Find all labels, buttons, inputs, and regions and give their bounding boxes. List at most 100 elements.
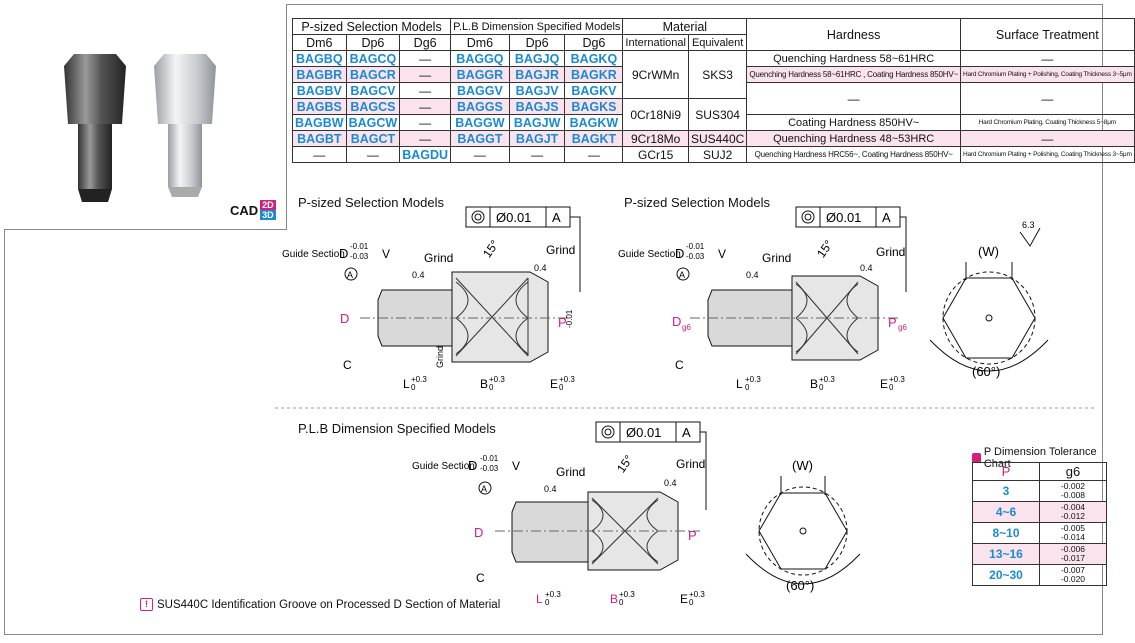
tol-value: Ø0.01: [626, 425, 661, 440]
tol-plus: +0.3: [489, 375, 505, 384]
part-code[interactable]: BAGKT: [564, 130, 624, 147]
end-view-1: 6.3 (W) (60°): [929, 220, 1049, 379]
tol-row: 3-0.002-0.008: [972, 480, 1107, 502]
tol-upper: -0.01: [350, 242, 369, 251]
part-code[interactable]: BAGGR: [450, 66, 510, 83]
table-row: BAGBT BAGCT — BAGGT BAGJT BAGKT 9Cr18Mo …: [292, 130, 1135, 147]
spec-table: P-sized Selection Models P.L.B Dimension…: [291, 18, 1135, 163]
svg-text:V: V: [718, 247, 726, 261]
svg-text:B: B: [810, 377, 818, 391]
tol-zero: 0: [689, 598, 694, 607]
note-text: SUS440C Identification Groove on Process…: [157, 598, 501, 611]
surface-cell: —: [959, 82, 1135, 115]
part-code[interactable]: BAGJT: [508, 130, 566, 147]
material-eq: SKS3: [687, 50, 748, 99]
part-code[interactable]: BAGDU: [399, 146, 452, 163]
marker-icon: [972, 453, 981, 463]
tol-datum: A: [882, 210, 891, 225]
part-code[interactable]: BAGJV: [508, 82, 566, 99]
material-eq: SUJ2: [687, 146, 748, 163]
svg-text:P: P: [888, 315, 897, 330]
hardness-cell: Quenching Hardness HRC56~, Coating Hardn…: [746, 146, 961, 163]
part-code[interactable]: BAGBS: [292, 98, 347, 115]
part-code[interactable]: BAGKR: [564, 66, 624, 83]
drawing-title-2: P-sized Selection Models: [624, 195, 770, 210]
sub-international: International: [622, 34, 689, 51]
part-code[interactable]: BAGGT: [450, 130, 510, 147]
table-row: — — BAGDU — — — GCr15 SUJ2 Quenching Har…: [292, 146, 1135, 163]
svg-text:C: C: [343, 358, 352, 372]
part-code[interactable]: BAGJR: [508, 66, 566, 83]
tol-upper: -0.006: [1060, 544, 1086, 554]
grind-label: Grind: [546, 243, 575, 257]
material-intl: 9CrWMn: [622, 50, 689, 99]
tol-datum: A: [552, 210, 561, 225]
svg-text:V: V: [382, 247, 390, 261]
roughness: 0.4: [860, 263, 873, 273]
table-row: BAGBW BAGCW — BAGGW BAGJW BAGKW Coating …: [292, 114, 1135, 131]
tol-lower: -0.03: [480, 464, 499, 473]
tol-head-p: P: [972, 462, 1040, 481]
tol-zero: 0: [545, 598, 550, 607]
svg-text:D: D: [474, 525, 483, 540]
part-code: —: [399, 50, 452, 67]
tol-zero: 0: [559, 383, 564, 392]
part-code[interactable]: BAGBW: [292, 114, 347, 131]
svg-text:L: L: [736, 377, 743, 391]
tol-zero: 0: [619, 598, 624, 607]
part-code[interactable]: BAGCW: [345, 114, 401, 131]
roughness: 6.3: [1022, 220, 1035, 230]
tol-row: 8~10 -0.005-0.014: [972, 522, 1107, 544]
svg-text:C: C: [476, 571, 485, 585]
tol-value: Ø0.01: [826, 210, 861, 225]
datum-symbol: A: [679, 270, 685, 280]
angle-label: 15°: [814, 237, 836, 260]
part-code[interactable]: BAGBQ: [292, 50, 347, 67]
cad-label: CAD: [230, 202, 259, 218]
part-code[interactable]: BAGGS: [450, 98, 510, 115]
part-code[interactable]: BAGCQ: [345, 50, 401, 67]
tol-upper: -0.004: [1060, 502, 1086, 512]
tol-p: 8~10: [972, 522, 1040, 544]
grind-label: Grind: [435, 346, 445, 368]
tol-lower: -0.017: [1060, 553, 1086, 563]
part-code[interactable]: BAGGQ: [450, 50, 510, 67]
roughness: 0.4: [412, 270, 425, 280]
svg-text:D: D: [468, 458, 477, 473]
tol-p: 3: [972, 480, 1040, 502]
drawing-title-1: P-sized Selection Models: [298, 195, 444, 210]
surface-cell: Hard Chromium Plating + Polishing, Coati…: [959, 66, 1135, 83]
tol-upper: -0.005: [1060, 523, 1086, 533]
part-code: —: [450, 146, 510, 163]
svg-text:C: C: [675, 358, 684, 372]
product-photo: [4, 4, 287, 230]
part-code[interactable]: BAGBR: [292, 66, 347, 83]
roughness: 0.4: [534, 263, 547, 273]
tol-plus: +0.3: [619, 590, 635, 599]
part-code[interactable]: BAGJS: [508, 98, 566, 115]
surface-cell: Hard Chromium Plating + Polishing, Coati…: [959, 146, 1135, 163]
tol-lower: -0.014: [1060, 532, 1086, 542]
cad-3d: 3D: [260, 210, 276, 220]
part-code: —: [564, 146, 624, 163]
angle-label: 15°: [480, 237, 502, 260]
guide-label: Guide Section: [618, 249, 681, 260]
part-code[interactable]: BAGKS: [564, 98, 624, 115]
svg-text:E: E: [880, 377, 888, 391]
svg-text:g6: g6: [898, 323, 907, 332]
table-row: BAGBQ BAGCQ — BAGGQ BAGJQ BAGKQ 9CrWMn S…: [292, 50, 1135, 99]
svg-text:P: P: [688, 528, 697, 543]
part-code[interactable]: BAGCS: [345, 98, 401, 115]
svg-text:D: D: [675, 246, 684, 261]
part-code: —: [399, 130, 452, 147]
end-view-2: (W) (60°): [745, 458, 861, 593]
svg-text:D: D: [339, 246, 348, 261]
tol-zero: 0: [745, 383, 750, 392]
part-code[interactable]: BAGGV: [450, 82, 510, 99]
angle-label: (60°): [786, 578, 814, 593]
part-code[interactable]: BAGKW: [564, 114, 624, 131]
tol-upper: -0.01: [686, 242, 705, 251]
tolerance-frame: Ø0.01 A: [595, 421, 707, 510]
